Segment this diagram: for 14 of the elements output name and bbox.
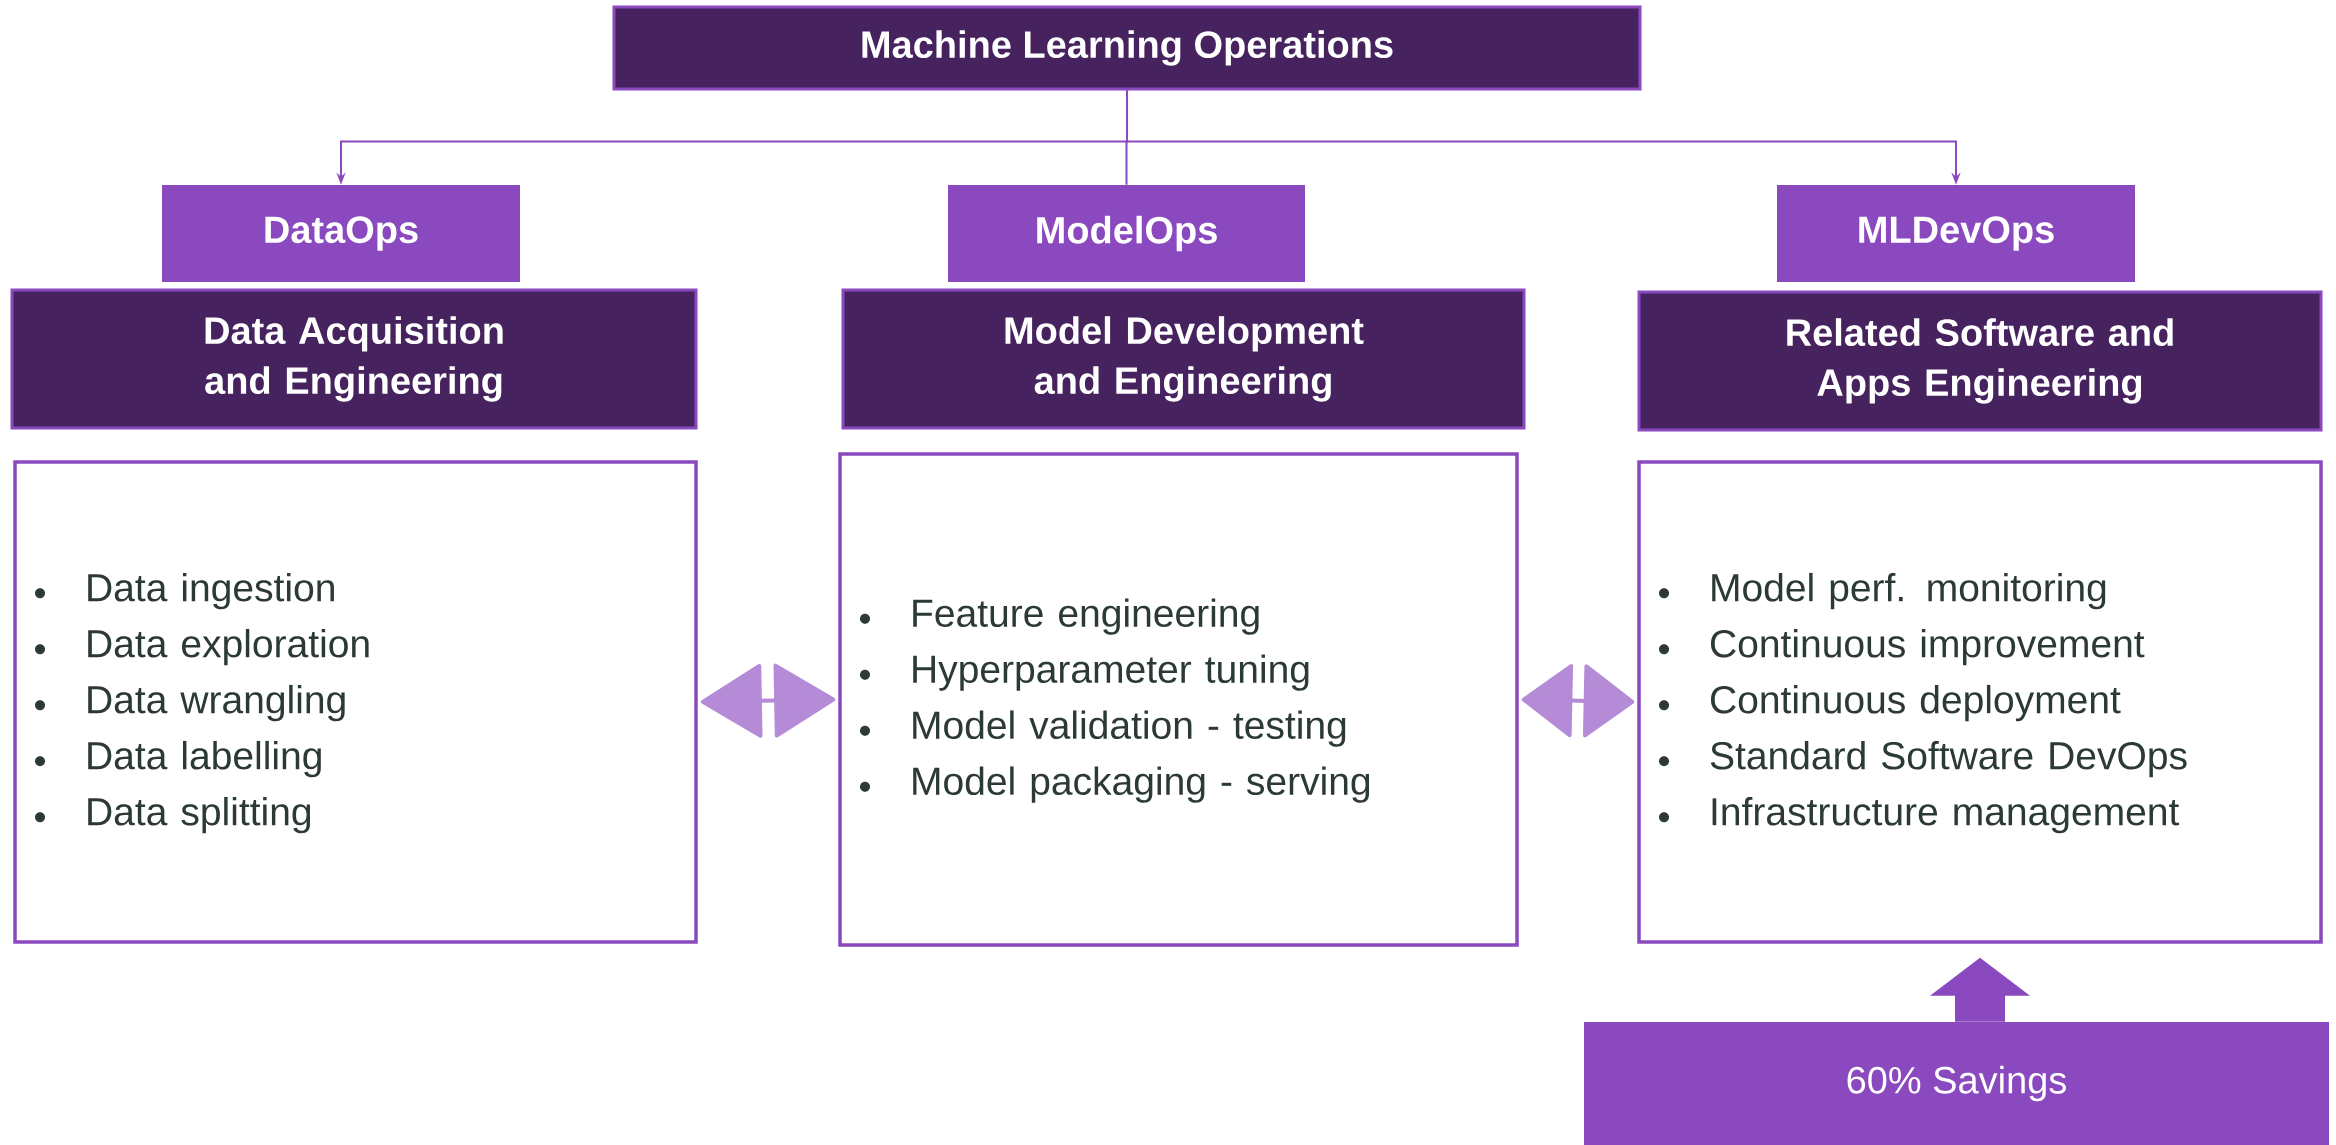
bullet-list-box: Model perf. monitoring Continuous improvement Continuous deployment Standard Software DevOps Infrastructure management — [1637, 460, 2323, 944]
savings-box: 60% Savings — [1584, 1022, 2329, 1145]
category-box: MLDevOps — [1777, 185, 2135, 282]
header-box: Related Software and Apps Engineering — [1637, 290, 2323, 432]
category-box: DataOps — [162, 185, 520, 282]
header-box: Data Acquisition and Engineering — [10, 288, 698, 430]
bullet-list-box: Data ingestion Data exploration Data wrangling Data labelling Data splitting — [13, 460, 698, 944]
block-arrow — [1930, 957, 2030, 1022]
category-box: ModelOps — [948, 185, 1305, 282]
bullet-list-box: Feature engineering Hyperparameter tuning Model validation - testing Model packaging - serving — [838, 452, 1519, 947]
header-box: Model Development and Engineering — [841, 288, 1526, 430]
double-arrow — [700, 663, 836, 738]
title-box: Machine Learning Operations — [612, 5, 1642, 91]
double-arrow — [1521, 664, 1635, 738]
